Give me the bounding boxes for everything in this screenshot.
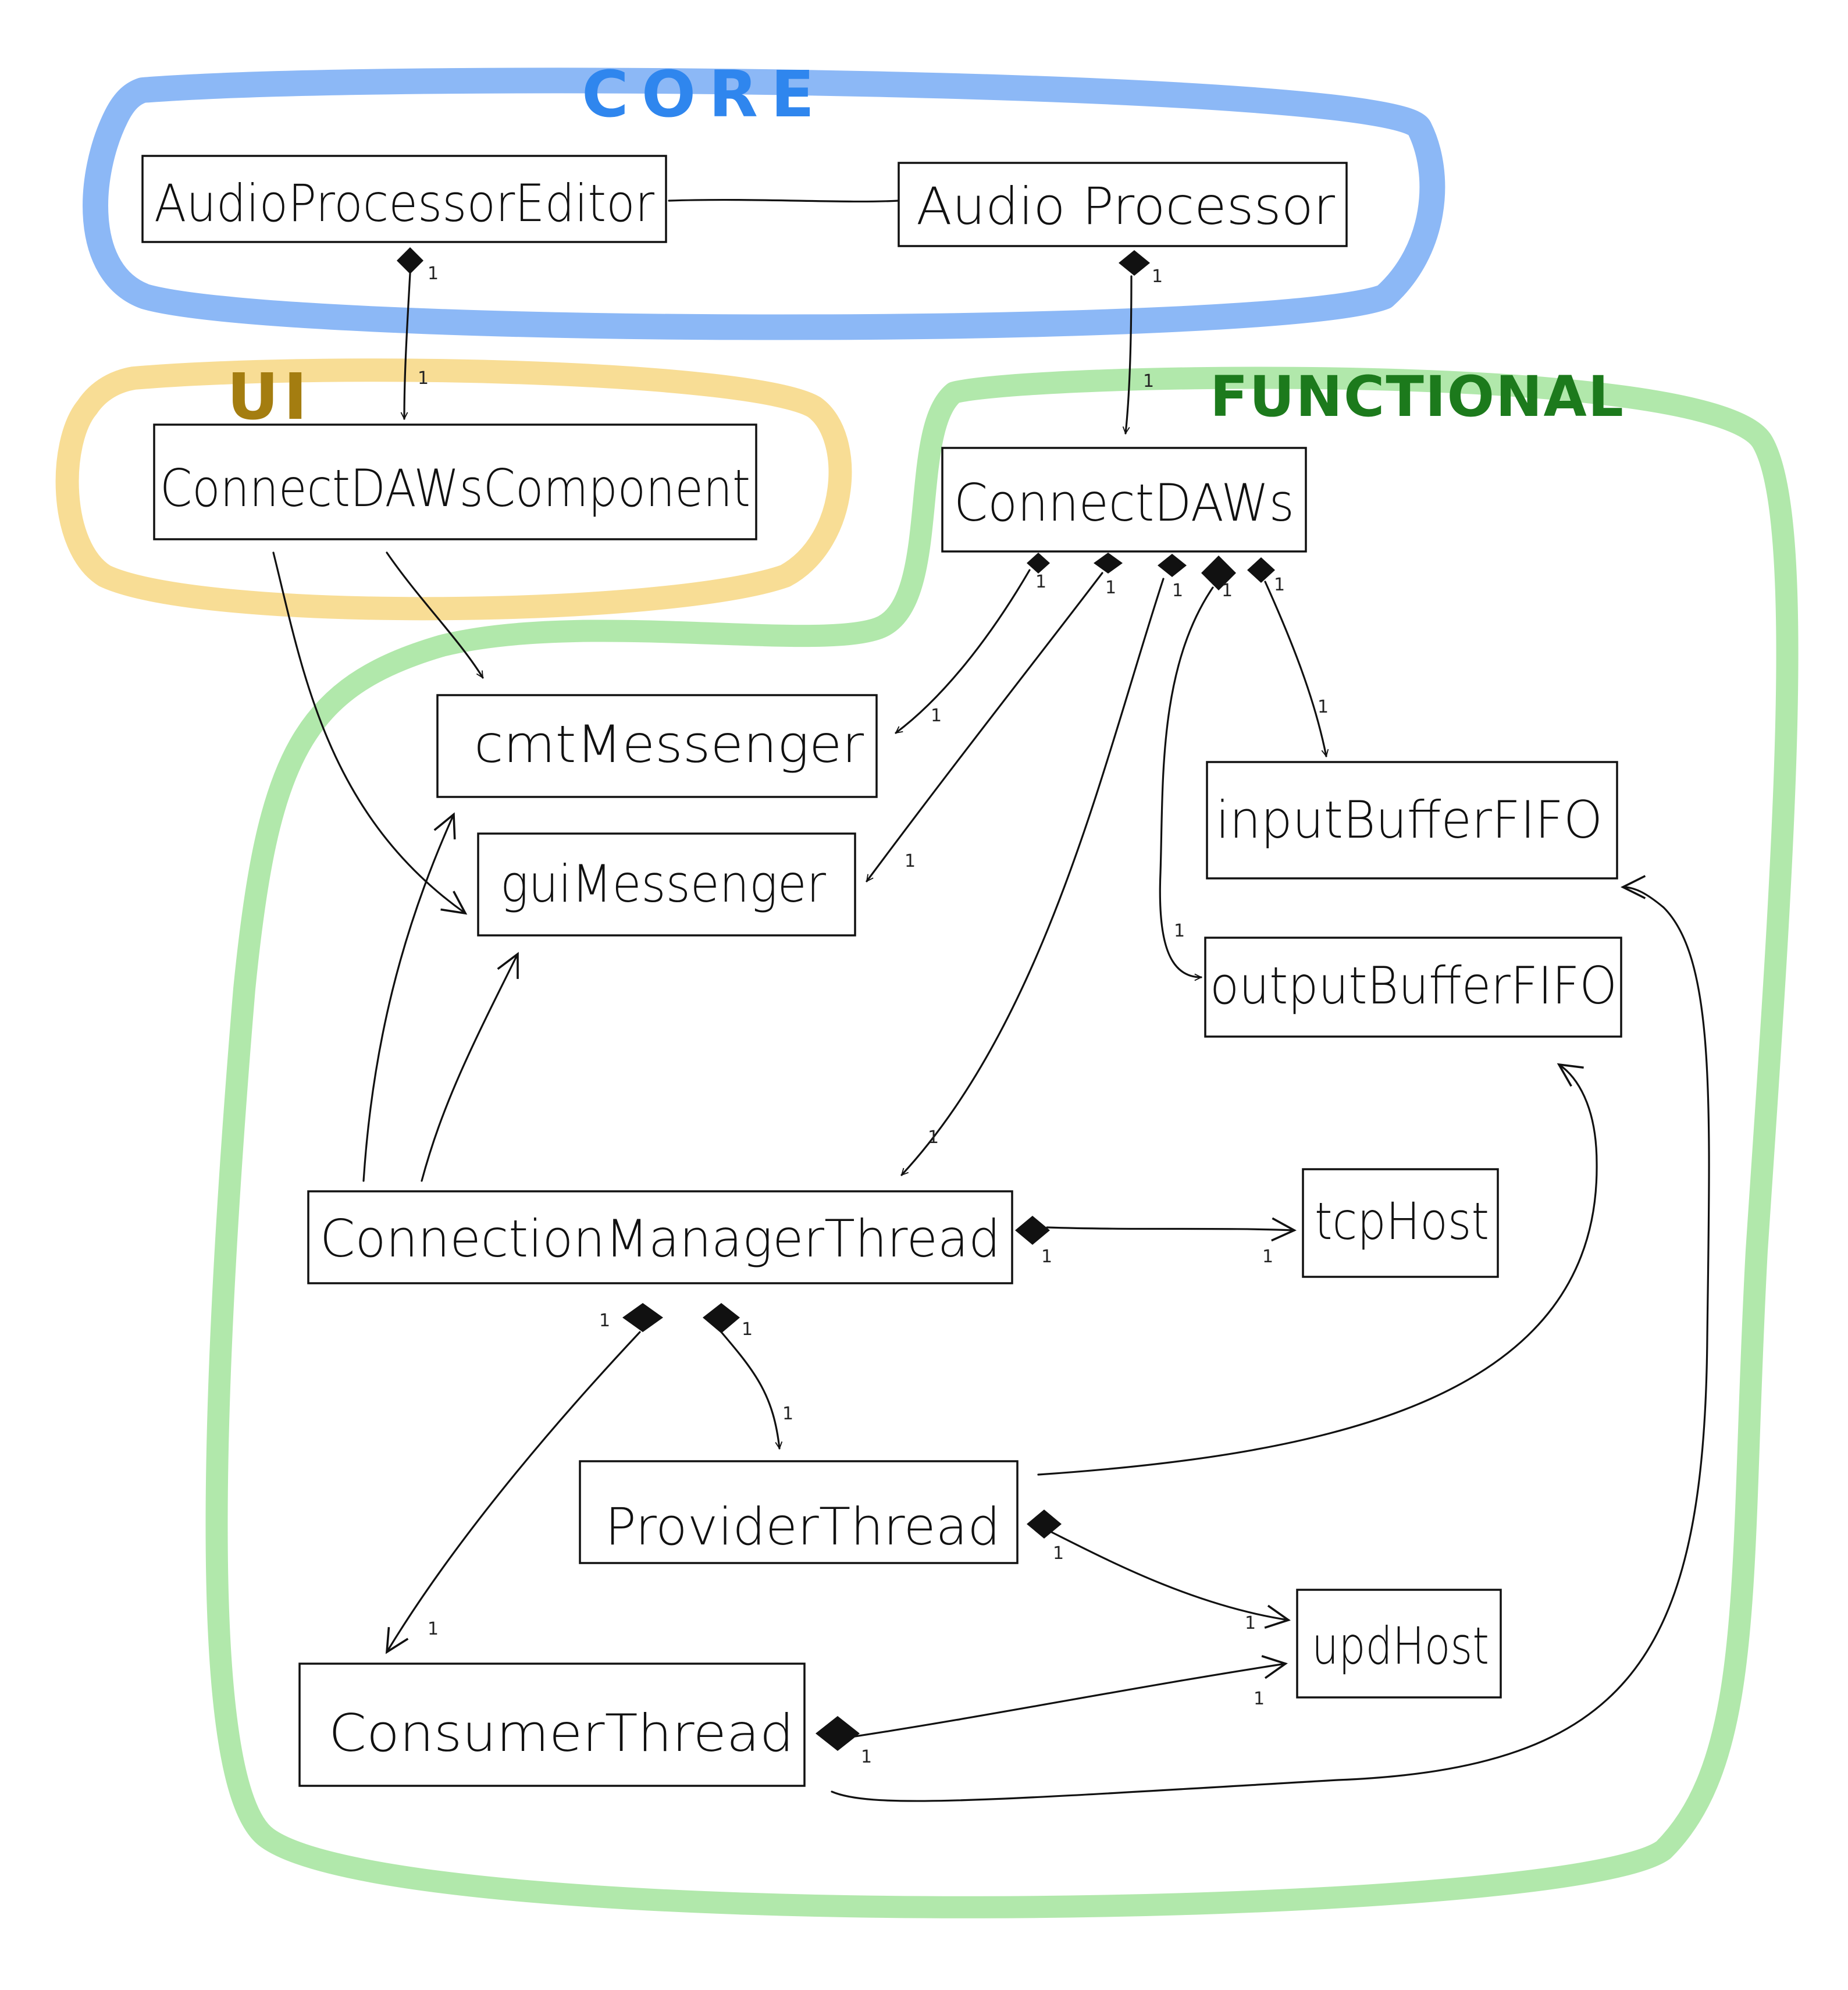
multiplicity-label: 1 — [418, 368, 429, 389]
class-box-connect-daws: ConnectDAWs — [941, 447, 1307, 553]
multiplicity-label: 1 — [1262, 1247, 1273, 1267]
dependency-edge — [831, 875, 1710, 1802]
ui-group-label: UI — [227, 359, 312, 434]
class-name: ConnectionManagerThread — [320, 1209, 1000, 1269]
class-name: inputBufferFIFO — [1216, 790, 1603, 850]
composition-edge — [866, 572, 1103, 881]
dependency-edge — [386, 551, 484, 678]
multiplicity-label: 1 — [1222, 581, 1233, 601]
multiplicity-label: 1 — [1035, 572, 1046, 592]
composition-diamond — [1094, 553, 1123, 574]
multiplicity-label: 1 — [1245, 1613, 1256, 1633]
class-name: AudioProcessorEditor — [154, 173, 655, 233]
multiplicity-label: 1 — [1041, 1247, 1052, 1267]
composition-diamond — [1027, 553, 1050, 574]
dependency-edge — [1037, 1063, 1598, 1476]
multiplicity-label: 1 — [1053, 1543, 1064, 1564]
multiplicity-label: 1 — [1152, 266, 1163, 287]
multiplicity-label: 1 — [599, 1311, 610, 1331]
multiplicity-label: 1 — [861, 1747, 872, 1767]
class-name: guiMessenger — [500, 854, 827, 914]
multiplicity-label: 1 — [742, 1319, 753, 1340]
composition-edge — [900, 578, 1165, 1176]
class-box-connect-daws-component: ConnectDAWsComponent — [153, 423, 757, 540]
class-name: tcpHost — [1315, 1191, 1489, 1251]
class-box-consumer-thread: ConsumerThread — [298, 1663, 806, 1787]
composition-edge — [854, 1655, 1288, 1738]
class-name: outputBufferFIFO — [1210, 956, 1617, 1016]
class-box-tcp-host: tcpHost — [1302, 1168, 1499, 1278]
multiplicity-label: 1 — [1174, 921, 1185, 941]
composition-diamond — [1027, 1510, 1062, 1539]
composition-diamond — [703, 1303, 740, 1333]
multiplicity-label: 1 — [1254, 1689, 1265, 1709]
composition-diamonds — [397, 247, 1275, 1751]
class-box-input-buffer-fifo: inputBufferFIFO — [1206, 761, 1618, 880]
class-box-udp-host: updHost — [1296, 1589, 1502, 1699]
multiplicity-label: 1 — [928, 1127, 939, 1148]
class-box-gui-messenger: guiMessenger — [477, 832, 856, 937]
composition-diamond — [1247, 557, 1275, 583]
composition-diamond — [397, 247, 423, 274]
class-name: cmtMessenger — [474, 714, 864, 774]
composition-edge — [896, 569, 1031, 734]
core-group-outline — [83, 67, 1445, 340]
composition-diamond — [816, 1716, 860, 1751]
multiplicity-label: 1 — [1274, 575, 1285, 595]
multiplicity-label: 1 — [1143, 371, 1154, 391]
multiplicity-label: 1 — [1172, 581, 1183, 601]
composition-diamond — [1201, 556, 1236, 590]
class-name: updHost — [1312, 1616, 1489, 1676]
composition-edge — [720, 1331, 779, 1448]
composition-edge — [1126, 275, 1133, 433]
composition-diamond — [1015, 1216, 1050, 1245]
functional-group-outline — [205, 366, 1799, 1918]
class-box-connection-manager-thread: ConnectionManagerThread — [307, 1190, 1013, 1284]
multiplicity-label: 1 — [931, 706, 942, 726]
class-name: ProviderThread — [605, 1497, 1000, 1557]
multiplicity-label: 1 — [428, 264, 439, 284]
multiplicity-label: 1 — [1318, 697, 1329, 717]
core-group-label: CORE — [582, 57, 827, 131]
composition-edge — [404, 272, 411, 420]
class-name: Audio Processor — [916, 176, 1336, 236]
multiplicity-labels: 1 1 1 1 1 1 1 1 1 1 1 1 1 1 1 1 1 1 1 1 … — [418, 264, 1329, 1767]
multiplicity-label: 1 — [782, 1404, 793, 1424]
multiplicity-label: 1 — [428, 1619, 439, 1639]
composition-edge — [1159, 586, 1214, 977]
dependency-edge — [362, 812, 456, 1182]
composition-edge — [1046, 1217, 1297, 1242]
class-box-output-buffer-fifo: outputBufferFIFO — [1204, 937, 1622, 1038]
class-name: ConsumerThread — [329, 1703, 794, 1763]
functional-group-label: FUNCTIONAL — [1210, 364, 1625, 429]
ui-group-outline — [55, 358, 852, 621]
class-name: ConnectDAWsComponent — [160, 458, 750, 518]
multiplicity-label: 1 — [1105, 578, 1116, 598]
dependency-edge — [272, 551, 468, 915]
association-edge — [668, 198, 900, 203]
class-box-cmt-messenger: cmtMessenger — [436, 694, 878, 798]
composition-diamond — [1119, 250, 1150, 276]
composition-diamond — [1158, 554, 1187, 577]
class-name: ConnectDAWs — [954, 473, 1294, 533]
dependency-edge — [421, 952, 519, 1182]
multiplicity-label: 1 — [905, 851, 916, 871]
composition-edge — [1046, 1529, 1291, 1629]
composition-edge — [385, 1331, 641, 1654]
class-box-audio-processor-editor: AudioProcessorEditor — [141, 155, 667, 243]
composition-edge — [1264, 581, 1326, 756]
composition-diamond — [622, 1303, 663, 1332]
class-box-provider-thread: ProviderThread — [579, 1460, 1019, 1564]
class-box-audio-processor: Audio Processor — [898, 162, 1348, 247]
